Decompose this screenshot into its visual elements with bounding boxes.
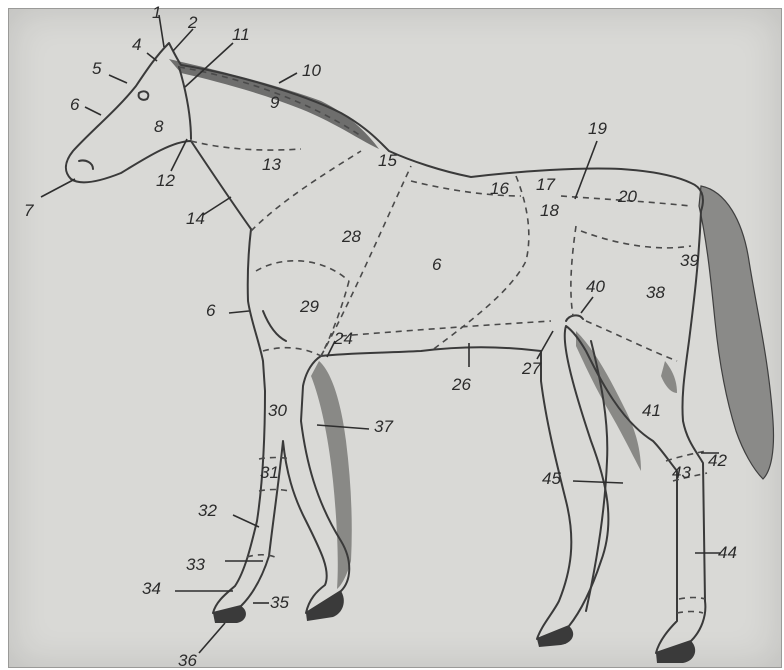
arrow-27 — [537, 331, 553, 359]
label-13: 13 — [262, 156, 281, 173]
label-42: 42 — [708, 452, 727, 469]
label-1: 1 — [152, 4, 161, 21]
jaw-line — [179, 67, 191, 139]
arrow-36 — [199, 623, 225, 653]
label-14: 14 — [186, 210, 205, 227]
label-20: 20 — [618, 188, 637, 205]
label-16: 16 — [490, 180, 509, 197]
label-32: 32 — [198, 502, 217, 519]
region-line-fetlock-hind2 — [677, 612, 703, 614]
label-31: 31 — [260, 464, 279, 481]
label-30: 30 — [268, 402, 287, 419]
label-38: 38 — [646, 284, 665, 301]
arrow-32 — [233, 515, 259, 527]
label-5: 5 — [92, 60, 101, 77]
label-19: 19 — [588, 120, 607, 137]
tail — [699, 186, 774, 479]
label-28: 28 — [342, 228, 361, 245]
arrow-4 — [147, 53, 157, 61]
arrow-14 — [203, 197, 231, 215]
foreleg-shading — [311, 361, 352, 589]
label-24: 24 — [334, 330, 353, 347]
region-line-knee2 — [259, 490, 289, 492]
region-line-fetlock — [247, 555, 275, 557]
label-15: 15 — [378, 152, 397, 169]
region-line-gaskin — [586, 321, 677, 361]
arrow-45 — [573, 481, 623, 483]
arrow-19 — [575, 141, 597, 199]
arrow-2 — [173, 29, 193, 51]
region-line-belly — [341, 321, 551, 336]
label-2: 2 — [188, 14, 197, 31]
region-line-fetlock-hind — [679, 598, 705, 600]
arrow-40 — [581, 297, 593, 313]
label-35: 35 — [270, 594, 289, 611]
diagram-paper — [8, 8, 782, 668]
arrow-10 — [279, 73, 297, 83]
label-26: 26 — [452, 376, 471, 393]
label-27: 27 — [522, 360, 541, 377]
label-41: 41 — [642, 402, 661, 419]
label-34: 34 — [142, 580, 161, 597]
hind-hoof-right — [656, 641, 695, 663]
stifle-contour — [566, 315, 583, 321]
arrow-6-chest — [229, 311, 249, 313]
region-line-arm — [256, 261, 349, 281]
elbow-contour — [263, 311, 286, 341]
label-6-head: 6 — [70, 96, 79, 113]
region-line-neck — [191, 141, 301, 150]
arrow-7 — [41, 179, 75, 197]
horse-drawing — [9, 9, 781, 667]
label-11: 11 — [232, 26, 250, 43]
arrow-5 — [109, 75, 127, 83]
label-7: 7 — [24, 202, 33, 219]
label-18: 18 — [540, 202, 559, 219]
label-17: 17 — [536, 176, 555, 193]
label-36: 36 — [178, 652, 197, 669]
nostril — [79, 160, 93, 169]
region-line-flank — [431, 176, 529, 351]
eye — [139, 91, 149, 99]
front-hoof-right — [306, 591, 344, 621]
label-29: 29 — [300, 298, 319, 315]
label-39: 39 — [680, 252, 699, 269]
label-10: 10 — [302, 62, 321, 79]
label-37: 37 — [374, 418, 393, 435]
label-43: 43 — [672, 464, 691, 481]
label-12: 12 — [156, 172, 175, 189]
region-line-croup — [581, 231, 691, 248]
label-40: 40 — [586, 278, 605, 295]
label-4: 4 — [132, 36, 141, 53]
label-6-chest: 6 — [206, 302, 215, 319]
region-line-knee — [259, 458, 291, 460]
label-44: 44 — [718, 544, 737, 561]
label-45: 45 — [542, 470, 561, 487]
label-9: 9 — [270, 94, 279, 111]
region-line-forearm — [263, 348, 321, 356]
label-6-body: 6 — [432, 256, 441, 273]
label-8: 8 — [154, 118, 163, 135]
arrow-6-head — [85, 107, 101, 115]
label-33: 33 — [186, 556, 205, 573]
gaskin-shading — [661, 361, 677, 393]
region-line-thigh — [571, 226, 576, 316]
